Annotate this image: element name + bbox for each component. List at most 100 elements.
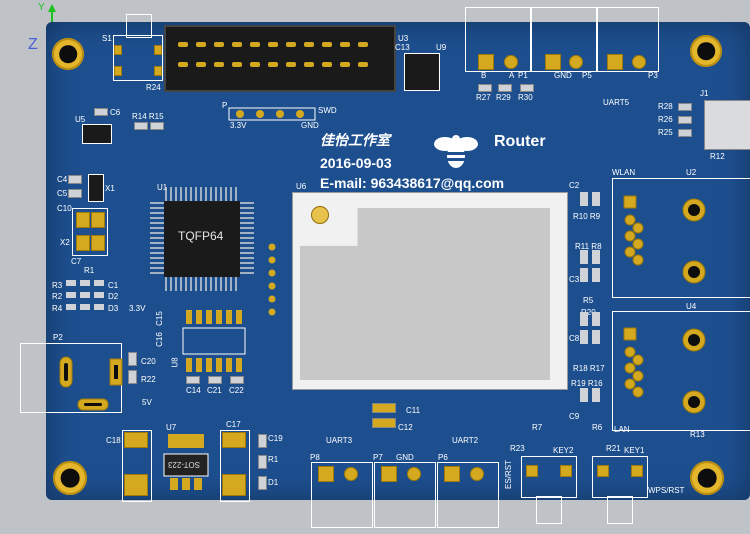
label-u2: U2 xyxy=(686,168,697,177)
pad xyxy=(344,467,358,481)
lan-port xyxy=(612,311,750,431)
label-c11: C11 xyxy=(406,406,421,415)
label-c4: C4 xyxy=(57,175,68,184)
label-c10: C10 xyxy=(57,204,72,213)
label-c12: C12 xyxy=(398,423,413,432)
label-c16: C16 xyxy=(154,332,164,347)
label-gnd-top: GND xyxy=(554,71,572,80)
crystal-x2 xyxy=(72,208,108,256)
pad xyxy=(222,432,246,448)
pad xyxy=(91,212,105,228)
label-x1: X1 xyxy=(105,184,115,193)
label-p3: P3 xyxy=(648,71,658,80)
vertical-header xyxy=(265,240,279,322)
capacitor xyxy=(208,376,222,384)
pad xyxy=(124,432,148,448)
capacitor xyxy=(186,376,200,384)
key2-button[interactable] xyxy=(521,456,577,498)
pad xyxy=(632,55,646,69)
u9-chip xyxy=(404,53,440,91)
label-s1: S1 xyxy=(102,34,112,43)
label-c21: C21 xyxy=(207,386,222,395)
label-uart2: UART2 xyxy=(452,436,479,445)
resistor xyxy=(520,84,534,92)
label-c19: C19 xyxy=(268,434,283,443)
brand-date: 2016-09-03 xyxy=(320,155,392,171)
label-es-rst: ES/RST xyxy=(503,460,513,489)
label-p1: P1 xyxy=(518,71,528,80)
usb-connector xyxy=(704,100,750,150)
capacitor xyxy=(372,418,396,428)
p1-connector-outline xyxy=(465,7,531,72)
p5-connector-outline xyxy=(531,7,597,72)
pad xyxy=(545,54,561,70)
label-u4: U4 xyxy=(686,302,697,311)
capacitor xyxy=(230,376,244,384)
pad xyxy=(569,55,583,69)
key1-button[interactable] xyxy=(592,456,648,498)
u5-chip xyxy=(82,124,112,144)
label-u1: U1 xyxy=(157,183,168,192)
label-swd: SWD xyxy=(318,106,337,115)
pad xyxy=(114,45,122,55)
label-r27: R27 xyxy=(476,93,491,102)
label-r23: R23 xyxy=(510,444,525,453)
resistor xyxy=(150,122,164,130)
label-c1: C1 xyxy=(108,281,119,290)
mcu-chip: TQFP64 xyxy=(164,201,240,277)
s1-top-outline xyxy=(126,14,152,38)
pad xyxy=(114,66,122,76)
label-u9: U9 xyxy=(436,43,447,52)
label-d2: D2 xyxy=(108,292,119,301)
label-u6: U6 xyxy=(296,182,307,191)
label-wps-rst: WPS/RST xyxy=(648,486,685,495)
axis-y-label: Y xyxy=(38,2,45,13)
resistor xyxy=(678,103,692,111)
label-r13: R13 xyxy=(690,430,705,439)
label-r10-r9: R10 R9 xyxy=(573,212,601,221)
c17-capacitor xyxy=(220,430,250,502)
label-r3: R3 xyxy=(52,281,63,290)
capacitor xyxy=(68,189,82,198)
pad xyxy=(478,54,494,70)
label-p7: P7 xyxy=(373,453,383,462)
label-key2: KEY2 xyxy=(553,446,574,455)
pad xyxy=(124,474,148,496)
capacitor xyxy=(128,352,137,366)
label-5v: 5V xyxy=(142,398,152,407)
label-r14-r15: R14 R15 xyxy=(132,112,164,121)
label-c22: C22 xyxy=(229,386,244,395)
label-u5: U5 xyxy=(75,115,86,124)
label-3v3-swd: 3.3V xyxy=(230,121,247,130)
resistor xyxy=(678,116,692,124)
label-c8: C8 xyxy=(569,334,580,343)
label-r21: R21 xyxy=(606,444,621,453)
label-c3: C3 xyxy=(569,275,580,284)
pad xyxy=(222,474,246,496)
capacitor xyxy=(94,108,108,116)
resistor xyxy=(678,129,692,137)
pad xyxy=(526,465,538,477)
label-r22: R22 xyxy=(141,375,156,384)
label-uart3: UART3 xyxy=(326,436,353,445)
label-c15: C15 xyxy=(154,311,164,326)
label-uart5: UART5 xyxy=(603,98,630,107)
p2-pads xyxy=(58,353,128,411)
label-u3: U3 xyxy=(398,34,409,43)
pad xyxy=(444,466,460,482)
p6-connector-outline xyxy=(437,462,499,528)
p8-connector-outline xyxy=(311,462,373,528)
label-c2: C2 xyxy=(569,181,580,190)
mounting-hole-bl xyxy=(53,461,87,495)
pad xyxy=(318,466,334,482)
s1-footprint xyxy=(113,35,163,81)
label-r20: R20 xyxy=(581,308,596,317)
header-pins xyxy=(176,36,376,76)
label-c18: C18 xyxy=(106,436,121,445)
u8-footprint xyxy=(182,310,248,372)
u7-regulator: SOT-223 xyxy=(162,432,210,492)
label-c6: C6 xyxy=(110,108,121,117)
capacitor xyxy=(258,434,267,448)
mounting-hole-tr xyxy=(690,35,722,67)
pad xyxy=(154,45,162,55)
